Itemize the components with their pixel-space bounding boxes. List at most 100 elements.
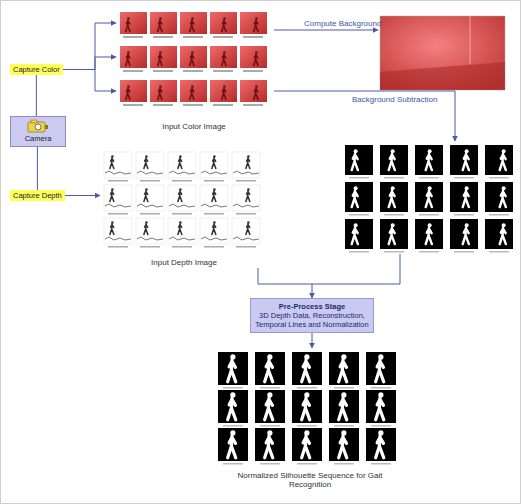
- normalized-figure-body: [265, 398, 273, 420]
- silhouette-thumbnail: [485, 145, 513, 175]
- depth-figure-body: [212, 191, 216, 202]
- depth-thumbnail: [104, 152, 132, 178]
- normalized-figure-body: [228, 360, 236, 382]
- color-figure-body: [254, 20, 258, 31]
- thumbnail-caption-bar: [153, 104, 173, 106]
- flow-label: Compute Background: [304, 19, 381, 28]
- silhouette-thumbnail: [345, 145, 373, 175]
- depth-thumbnail: [232, 185, 260, 211]
- color-figure-body: [126, 54, 130, 65]
- silhouette-figure-body: [500, 227, 506, 244]
- thumbnail-caption-bar: [371, 425, 391, 427]
- image-grid: Normalized Silhouette Sequence for Gait …: [215, 348, 405, 490]
- thumbnail-caption-bar: [384, 214, 404, 216]
- silhouette-thumbnail: [415, 219, 443, 249]
- silhouette-thumbnail: [380, 219, 408, 249]
- depth-figure-body: [110, 158, 114, 169]
- thumbnail-caption-bar: [153, 36, 173, 38]
- depth-noise: [105, 204, 131, 207]
- depth-thumbnail: [232, 152, 260, 178]
- depth-thumbnail: [136, 152, 164, 178]
- thumbnail-caption-bar: [140, 180, 160, 182]
- thumbnail-caption-bar: [454, 251, 474, 253]
- normalized-thumbnail: [329, 390, 359, 423]
- color-figure-body: [126, 20, 130, 31]
- camera-box: Camera: [10, 116, 66, 147]
- depth-thumbnail: [136, 218, 164, 244]
- depth-noise: [233, 204, 259, 207]
- depth-noise: [137, 204, 163, 207]
- color-thumbnail: [240, 46, 267, 68]
- normalized-figure-body: [228, 398, 236, 420]
- thumbnail-caption-bar: [260, 425, 280, 427]
- normalized-thumbnail: [366, 428, 396, 461]
- depth-figure-body: [110, 191, 114, 202]
- color-figure-body: [158, 54, 162, 65]
- thumbnail-caption-bar: [172, 213, 192, 215]
- thumbnail-caption-bar: [371, 463, 391, 465]
- normalized-thumbnail: [255, 352, 285, 385]
- silhouette-figure-body: [463, 153, 469, 170]
- flow-connector: [37, 147, 38, 190]
- color-figure-body: [254, 88, 258, 99]
- thumbnail-caption-bar: [236, 213, 256, 215]
- thumbnail-caption-bar: [297, 425, 317, 427]
- node-title: Pre-Process Stage: [255, 302, 369, 311]
- thumbnail-caption-bar: [349, 214, 369, 216]
- thumbnail-caption-bar: [213, 36, 233, 38]
- thumbnail-caption-bar: [489, 251, 509, 253]
- branch-arrow: [95, 23, 116, 24]
- color-thumbnail: [120, 46, 147, 68]
- thumbnail-caption-bar: [384, 251, 404, 253]
- depth-thumbnail: [168, 218, 196, 244]
- depth-thumbnail: [104, 218, 132, 244]
- thumbnail-caption-bar: [123, 70, 143, 72]
- normalized-thumbnail: [329, 352, 359, 385]
- color-figure-body: [190, 20, 194, 31]
- depth-thumbnail: [232, 218, 260, 244]
- normalized-thumbnail: [255, 390, 285, 423]
- thumbnail-caption-bar: [334, 463, 354, 465]
- silhouette-figure-body: [389, 227, 395, 244]
- flow-connector: [65, 195, 100, 196]
- silhouette-figure-body: [389, 153, 395, 170]
- depth-figure-body: [144, 158, 148, 169]
- silhouette-thumbnail: [485, 219, 513, 249]
- node-title: Camera: [13, 134, 63, 143]
- normalized-thumbnail: [292, 428, 322, 461]
- camera-lens-barrel: [45, 125, 48, 129]
- depth-figure-body: [212, 158, 216, 169]
- node-body: 3D Depth Data, Reconstruction, Temporal …: [255, 311, 369, 329]
- silhouette-figure-body: [426, 153, 432, 170]
- color-figure-body: [158, 20, 162, 31]
- depth-noise: [201, 237, 227, 240]
- depth-thumbnail: [200, 218, 228, 244]
- thumbnail-caption-bar: [419, 177, 439, 179]
- silhouette-figure-body: [352, 153, 358, 170]
- depth-figure-body: [212, 224, 216, 235]
- depth-figure-body: [110, 224, 114, 235]
- thumbnail-caption-bar: [183, 70, 203, 72]
- color-thumbnail: [120, 12, 147, 34]
- silhouette-thumbnail: [450, 219, 478, 249]
- background-subtraction-arrow: [274, 91, 455, 141]
- thumbnail-caption-bar: [260, 463, 280, 465]
- color-thumbnail: [150, 12, 177, 34]
- background-wall-edge: [470, 16, 471, 64]
- thumbnail-caption-bar: [123, 104, 143, 106]
- thumbnail-caption-bar: [223, 463, 243, 465]
- silhouette-figure-body: [463, 190, 469, 207]
- silhouette-figure-body: [352, 190, 358, 207]
- thumbnail-caption-bar: [204, 246, 224, 248]
- normalized-thumbnail: [366, 352, 396, 385]
- silhouette-figure-body: [426, 227, 432, 244]
- camera-top: [31, 120, 37, 123]
- thumbnail-caption-bar: [349, 251, 369, 253]
- silhouette-thumbnail: [345, 182, 373, 212]
- depth-thumbnail: [104, 185, 132, 211]
- normalized-figure-body: [339, 398, 347, 420]
- background-image: [380, 16, 505, 90]
- compute-background-arrow: [274, 30, 378, 31]
- capture-label: Capture Color: [10, 64, 63, 75]
- silhouette-thumbnail: [485, 182, 513, 212]
